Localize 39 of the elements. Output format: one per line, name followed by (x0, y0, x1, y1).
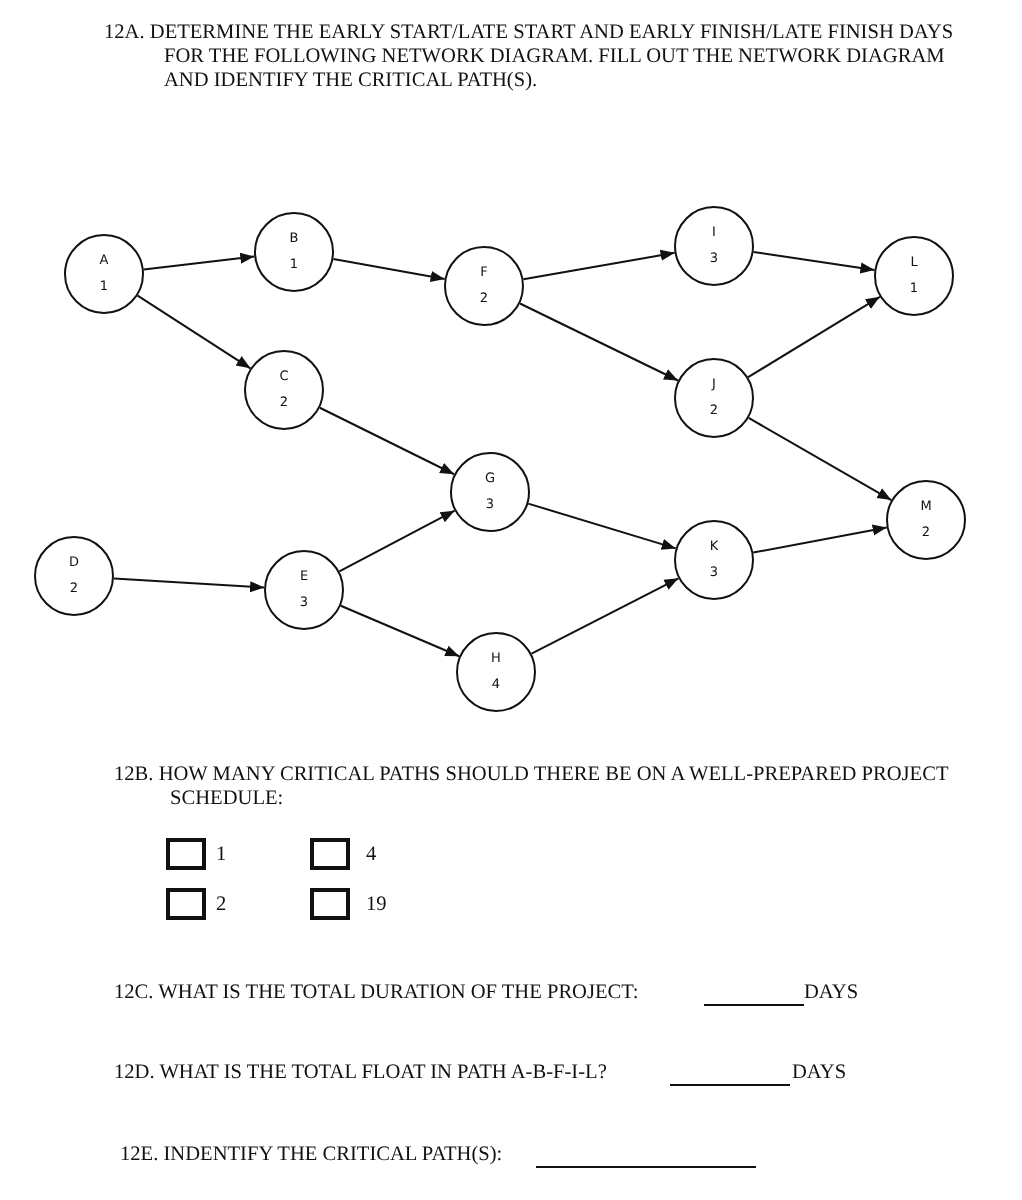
question-text: 12C. WHAT IS THE TOTAL DURATION OF THE PROJECT: (114, 982, 641, 1006)
activity-circle (444, 246, 524, 326)
activity-circle (886, 480, 966, 560)
unit-label: DAYS (792, 1062, 849, 1086)
arrow (527, 502, 677, 550)
option-label: 19 (366, 894, 389, 918)
arrow (747, 295, 881, 379)
arrow (747, 416, 893, 502)
activity-circle (254, 212, 334, 292)
question-text: 12A. DETERMINE THE EARLY START/LATE START AND EARLY FINISH/LATE FINISH DAYS FOR THE FOLLOWING NETWORK DIAGRAM. FILL OUT THE NETWORK DIAGRAM AND IDENTIFY THE CRITICAL PATH(S). (104, 22, 956, 94)
activity-circle (674, 520, 754, 600)
activity-circle (450, 452, 530, 532)
question-text: 12E. INDENTIFY THE CRITICAL PATH(S): (120, 1144, 505, 1168)
unit-label: DAYS (804, 982, 861, 1006)
arrow (142, 252, 256, 271)
activity-circle (674, 358, 754, 438)
arrow (752, 524, 888, 554)
arrow (338, 509, 456, 573)
arrow (752, 250, 876, 274)
arrow (522, 249, 676, 281)
activity-circle (244, 350, 324, 430)
arrow (518, 302, 680, 382)
activity-circle (264, 550, 344, 630)
arrow (136, 294, 252, 370)
activity-circle (874, 236, 954, 316)
question-text: 12B. HOW MANY CRITICAL PATHS SHOULD THERE BE ON A WELL-PREPARED PROJECT SCHEDULE: (114, 764, 951, 812)
arrow (339, 604, 461, 658)
arrow (332, 258, 446, 282)
activity-circle (34, 536, 114, 616)
arrow (112, 577, 266, 593)
question-text: 12D. WHAT IS THE TOTAL FLOAT IN PATH A-B-F-I-L? (114, 1062, 609, 1086)
option-label: 1 (216, 844, 229, 868)
option-label: 2 (216, 894, 229, 918)
option-label: 4 (366, 844, 379, 868)
arrow (318, 406, 456, 476)
arrow (530, 577, 680, 655)
activity-circle (674, 206, 754, 286)
activity-circle (456, 632, 536, 712)
activity-circle (64, 234, 144, 314)
